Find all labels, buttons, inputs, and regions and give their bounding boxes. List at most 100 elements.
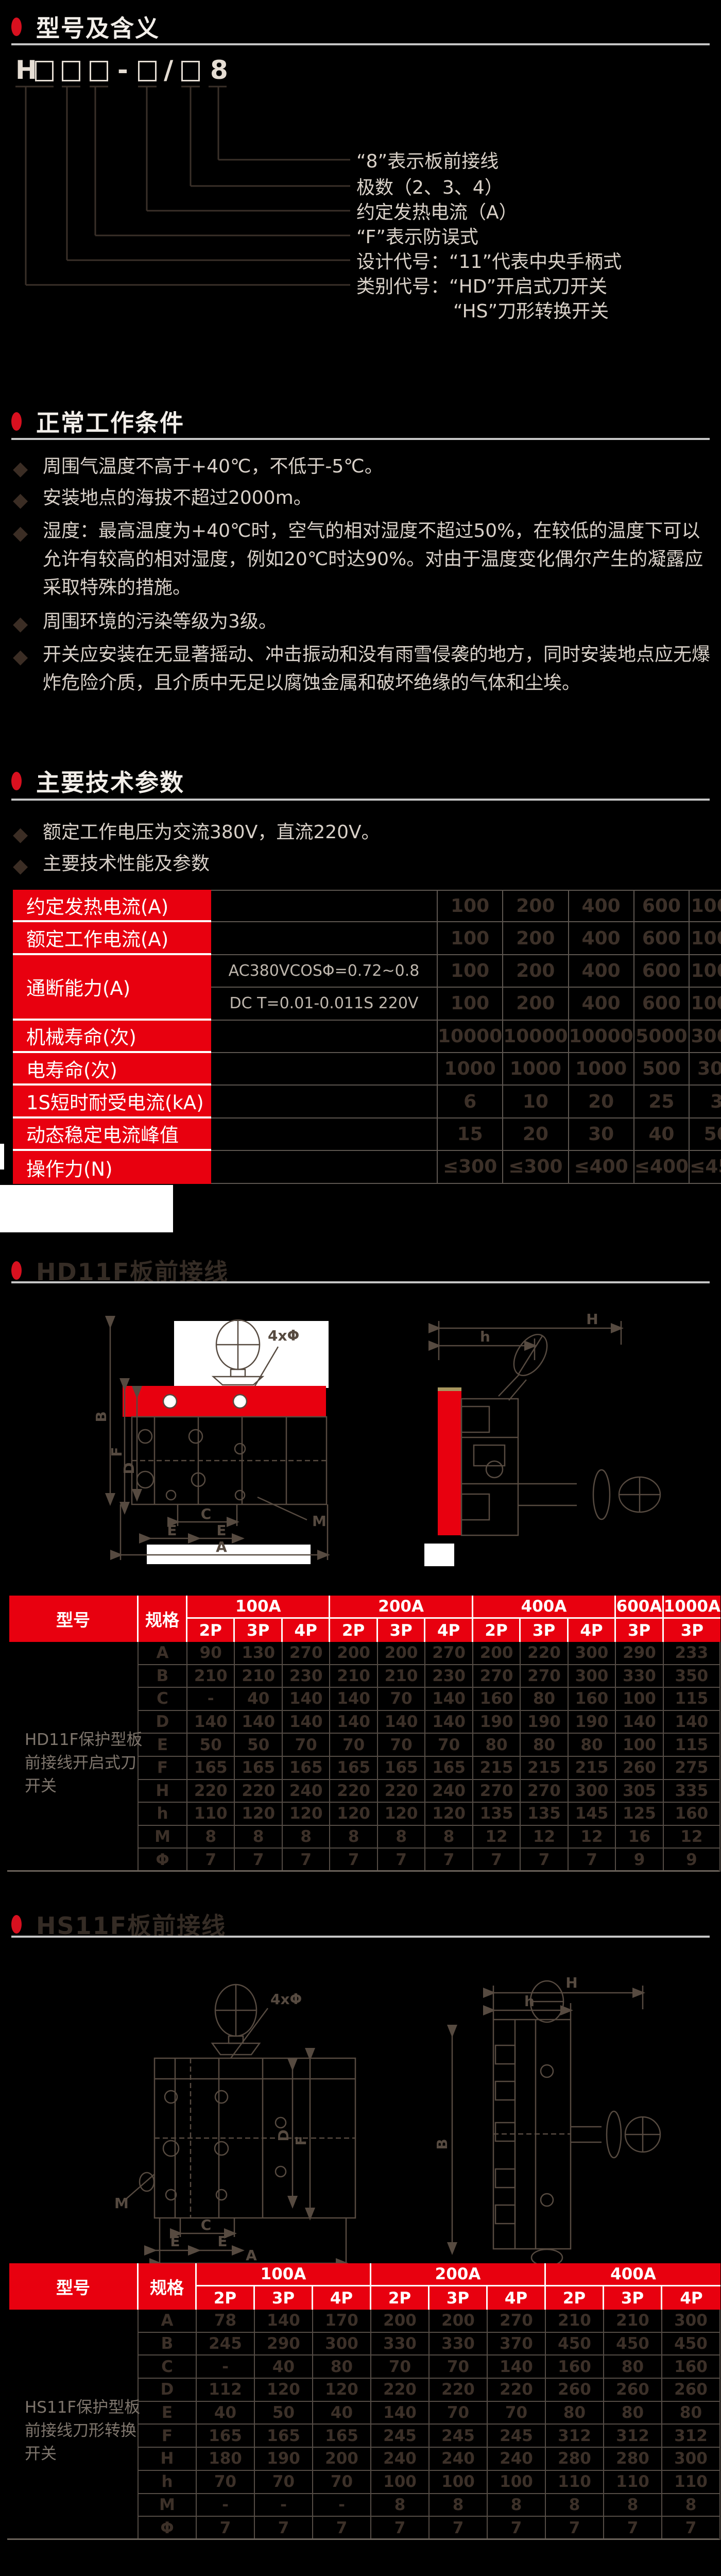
param-value-cell: ≤400 (569, 1151, 634, 1184)
param-spec-cell (211, 1053, 438, 1086)
dim-value-cell: 100 (616, 1734, 664, 1757)
red-bullet-icon (11, 1261, 22, 1280)
dim-spec-cell: F (139, 2425, 197, 2448)
dim-value-cell: 80 (546, 2401, 604, 2425)
dim-value-cell: 165 (377, 1756, 426, 1780)
dim-value-cell: 230 (425, 1665, 473, 1688)
dim-value-cell: 220 (235, 1780, 283, 1803)
dim-value-cell: 7 (330, 1849, 378, 1872)
param-value-cell: 600 (634, 988, 690, 1021)
section-divider (11, 438, 710, 440)
dim-value-cell: 70 (430, 2355, 488, 2379)
param-value-cell: 100 (438, 988, 504, 1021)
param-value-cell: ≤450 (690, 1151, 721, 1184)
dim-value-cell: 120 (377, 1803, 426, 1826)
dim-value-cell: 80 (604, 2355, 662, 2379)
model-code-box (138, 61, 157, 81)
dim-value-cell: 160 (568, 1688, 616, 1711)
callout-thermal-current: 约定发热电流（A） (356, 202, 518, 223)
dim-value-cell: 275 (663, 1756, 720, 1780)
dim-value-cell: 190 (568, 1710, 616, 1734)
param-value-cell: 400 (569, 890, 634, 923)
dim-value-cell: 165 (235, 1756, 283, 1780)
table-pole-header: 3P (604, 2286, 662, 2310)
scan-artifact-patch (174, 1321, 329, 1388)
dim-value-cell: 120 (313, 2379, 371, 2402)
dim-value-cell: 200 (313, 2448, 371, 2471)
red-bullet-icon (11, 412, 22, 431)
param-value-cell: 400 (569, 955, 634, 988)
condition-text: 安装地点的海拔不超过2000m。 (43, 487, 312, 509)
table-model-label: HD11F保护型板前接线开启式刀开关 (25, 1731, 143, 1795)
param-spec-cell (211, 890, 438, 923)
table-current-group-header: 200A (330, 1596, 473, 1619)
param-row-label: 动态稳定电流峰值 (13, 1118, 211, 1151)
section-title: 型号及含义 (36, 14, 160, 42)
param-value-cell: 200 (503, 890, 569, 923)
dim-value-cell: 120 (235, 1803, 283, 1826)
table-pole-header: 2P (473, 1619, 521, 1642)
table-pole-header: 2P (330, 1619, 378, 1642)
param-value-cell: 200 (503, 922, 569, 955)
dim-value-cell: 80 (521, 1734, 569, 1757)
dim-value-cell: 200 (371, 2310, 430, 2333)
dim-value-cell: 210 (187, 1665, 235, 1688)
section-header-conditions: 正常工作条件 (11, 405, 184, 438)
dim-value-cell: 7 (313, 2517, 371, 2540)
dim-value-cell: 120 (425, 1803, 473, 1826)
dim-value-cell: 8 (187, 1825, 235, 1849)
dim-value-cell: - (197, 2355, 255, 2379)
dim-label-e1: E (170, 2233, 180, 2250)
dim-label-4xphi: 4xΦ (270, 1991, 302, 2008)
dim-value-cell: 165 (425, 1756, 473, 1780)
param-value-cell: 100 (438, 955, 504, 988)
dim-spec-cell: F (139, 1756, 187, 1780)
callout-category-code: 类别代号：“HD”开启式刀开关 (356, 276, 608, 297)
dim-value-cell: 300 (662, 2448, 720, 2471)
param-value-cell: 1000 (690, 955, 721, 988)
dim-value-cell: 210 (235, 1665, 283, 1688)
dim-value-cell: 330 (616, 1665, 664, 1688)
dim-label-a: A (246, 2247, 257, 2264)
dim-value-cell: 165 (313, 2425, 371, 2448)
dim-value-cell: 270 (473, 1780, 521, 1803)
dim-spec-cell: A (139, 1642, 187, 1665)
note-text: 主要技术性能及参数 (43, 853, 210, 874)
dim-value-cell: 8 (377, 1825, 426, 1849)
dim-value-cell: 9 (663, 1849, 720, 1872)
dim-spec-cell: E (139, 1734, 187, 1757)
condition-text: 周围环境的污染等级为3级。 (43, 611, 277, 632)
param-value-cell: 200 (503, 955, 569, 988)
dim-value-cell: 245 (488, 2425, 546, 2448)
table-current-group-header: 100A (187, 1596, 331, 1619)
list-item: ◆周围环境的污染等级为3级。 (13, 607, 713, 636)
param-value-cell: 600 (634, 890, 690, 923)
dim-value-cell: 7 (371, 2517, 430, 2540)
dim-value-cell: 7 (235, 1849, 283, 1872)
dim-value-cell: 200 (330, 1642, 378, 1665)
dim-value-cell: 50 (255, 2401, 313, 2425)
dim-value-cell: 130 (235, 1642, 283, 1665)
table-pole-header: 4P (568, 1619, 616, 1642)
param-value-cell: 20 (569, 1086, 634, 1118)
dim-value-cell: 8 (546, 2494, 604, 2517)
param-value-cell: 500 (634, 1053, 690, 1086)
dim-value-cell: 140 (330, 1710, 378, 1734)
dim-value-cell: 8 (282, 1825, 331, 1849)
dim-label-d: D (275, 2129, 292, 2141)
dim-spec-cell: H (139, 2448, 197, 2471)
dim-value-cell: 165 (282, 1756, 331, 1780)
dim-value-cell: 270 (521, 1665, 569, 1688)
dim-value-cell: 220 (187, 1780, 235, 1803)
hd11f-dimension-drawing: 4xΦ B F D C E E A M H h (93, 1314, 661, 1566)
dim-value-cell: 7 (521, 1849, 569, 1872)
dim-label-H: H (565, 1974, 577, 1991)
dim-value-cell: 160 (546, 2355, 604, 2379)
dim-value-cell: 300 (568, 1780, 616, 1803)
dim-spec-cell: E (139, 2401, 197, 2425)
param-value-cell: 30 (569, 1118, 634, 1151)
dim-value-cell: 240 (430, 2448, 488, 2471)
dim-spec-cell: Φ (139, 2517, 197, 2540)
dim-label-a: A (216, 1538, 227, 1555)
